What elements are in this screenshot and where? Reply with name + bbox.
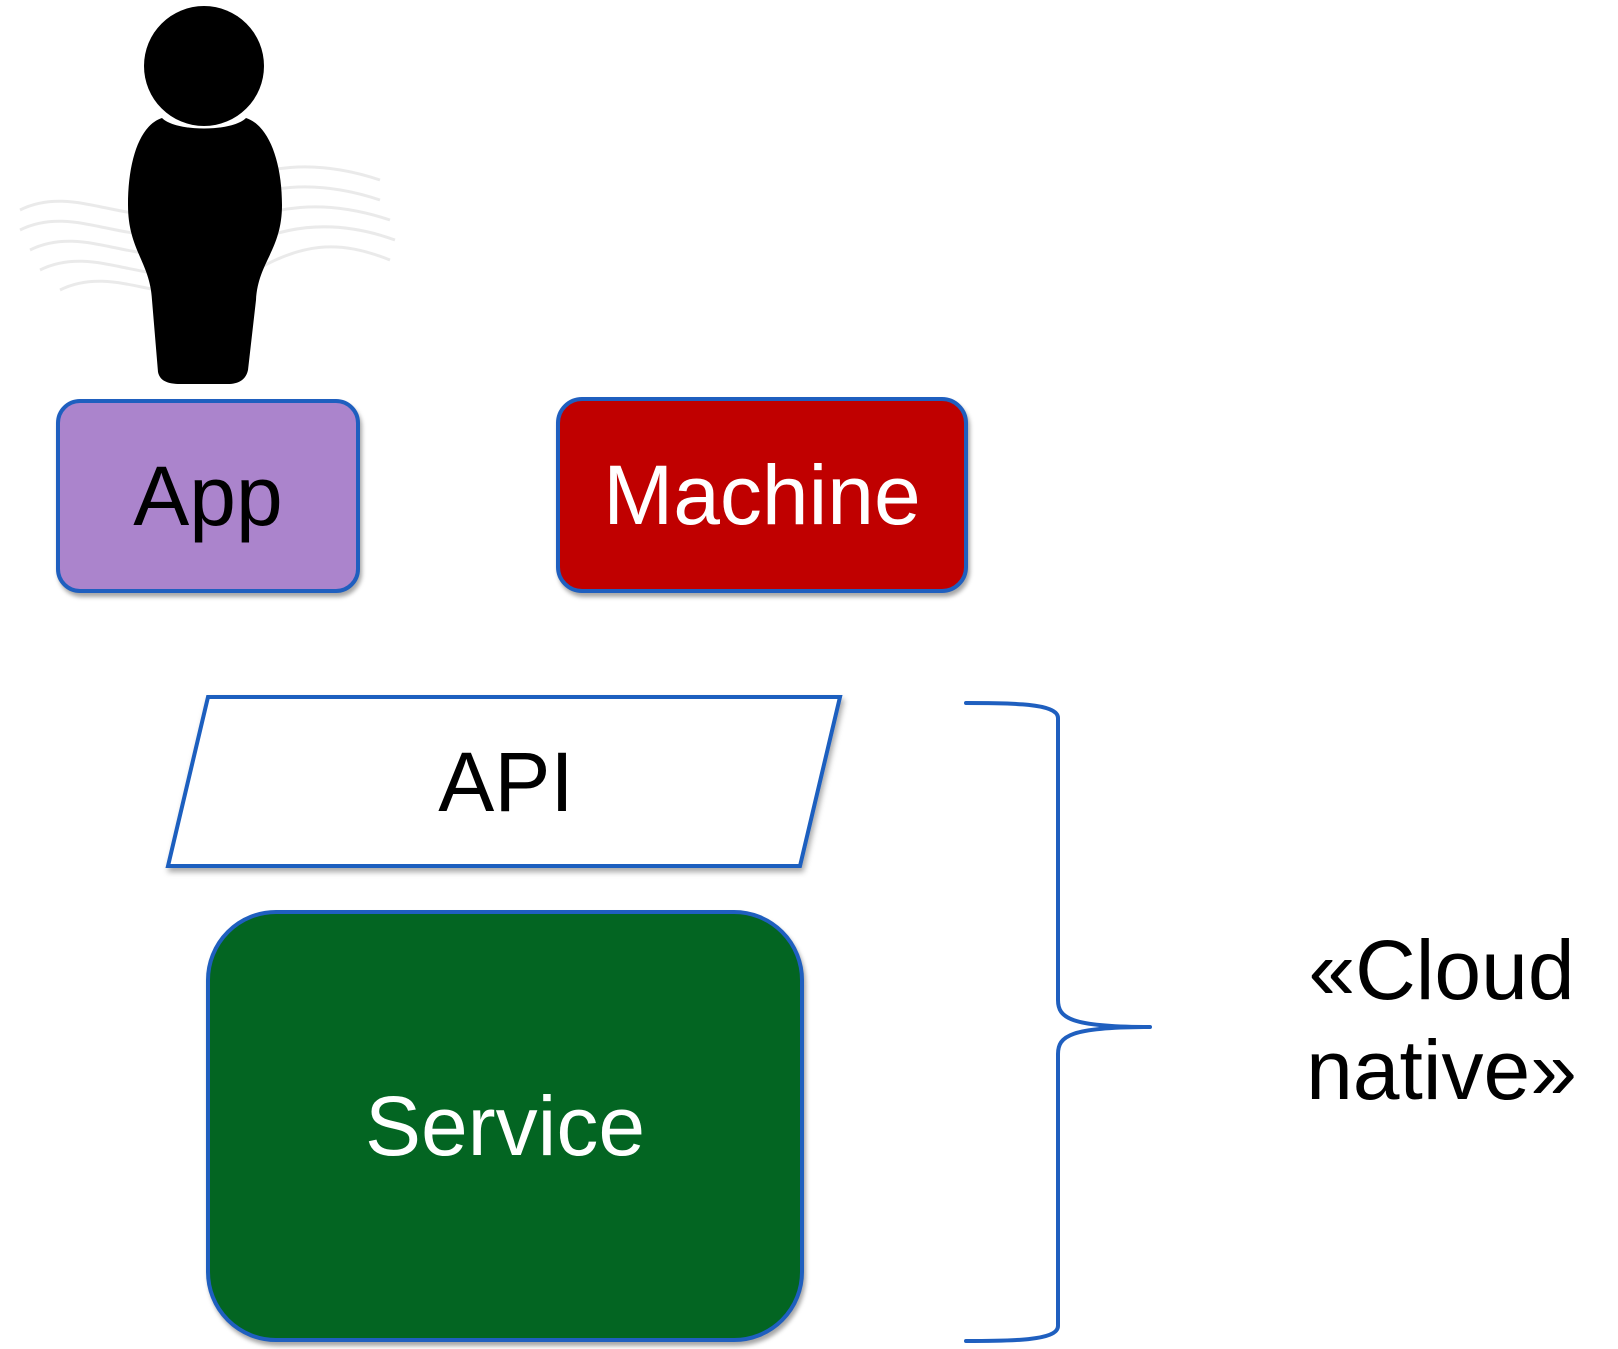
cloud-native-label: «Cloud native» xyxy=(1265,920,1618,1120)
cloud-native-line2: native» xyxy=(1306,1023,1577,1117)
service-label: Service xyxy=(364,1078,646,1173)
machine-label: Machine xyxy=(603,447,921,542)
api-label: API xyxy=(438,734,574,829)
app-label: App xyxy=(133,448,283,543)
machine-node: Machine xyxy=(556,397,968,593)
cloud-native-line1: «Cloud xyxy=(1308,923,1575,1017)
service-node: Service xyxy=(206,910,804,1342)
right-curly-brace xyxy=(964,701,1152,1343)
app-node: App xyxy=(56,399,360,593)
person-icon xyxy=(19,6,396,384)
api-parallelogram xyxy=(165,695,843,868)
